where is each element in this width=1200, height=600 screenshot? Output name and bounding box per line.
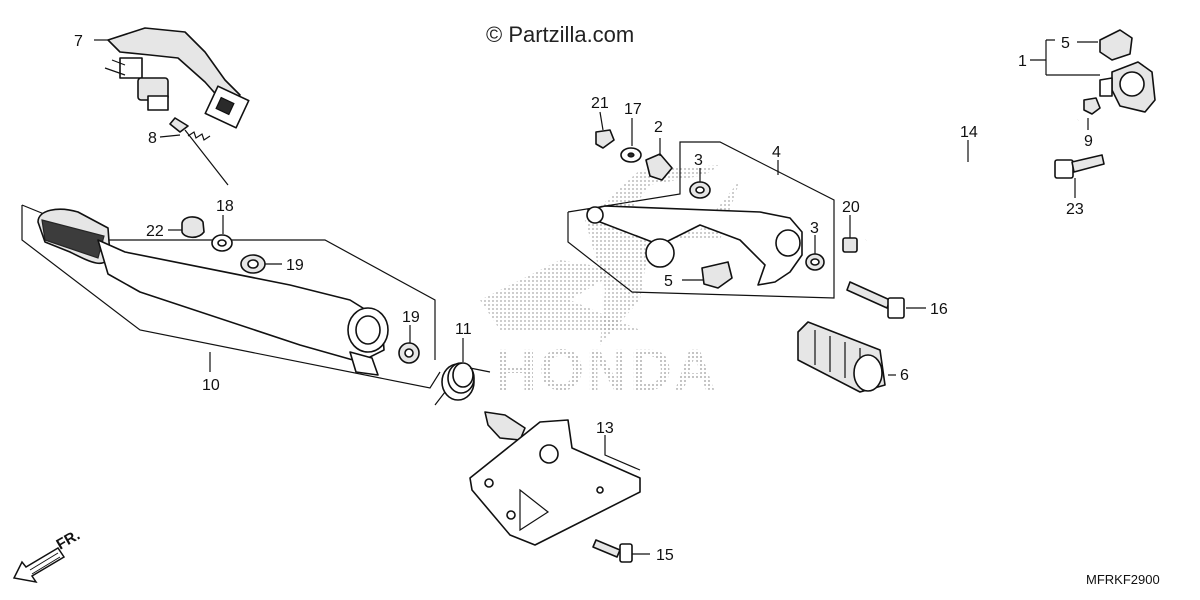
part-1-joint-assembly [1099,61,1156,113]
copyright-watermark: © Partzilla.com [486,22,634,47]
part-22-clip [181,216,205,239]
part-11-spring [434,362,491,406]
part-20-nut [842,237,858,253]
part-23-bolt [1054,154,1105,179]
part-5-joint-lower [701,261,733,289]
assembly-outline-10-bottom [21,205,441,389]
callout-22: 22 [146,223,164,240]
honda-wing-watermark: HONDA [480,165,740,403]
diagram-code: MFRKF2900 [1086,572,1160,587]
part-5-joint-upper [1099,29,1133,61]
part-9-nut [1083,97,1101,115]
callout-9: 9 [1084,133,1093,150]
callout-1: 1 [1018,53,1027,70]
callout-16: 16 [930,301,948,318]
callout-3-upper: 3 [694,152,703,169]
part-8-rod [169,117,229,186]
callout-20: 20 [842,199,860,216]
part-2-collar [645,153,673,181]
callout-19-lower: 19 [402,309,420,326]
callout-3-lower: 3 [810,220,819,237]
honda-wordmark-watermark: HONDA [495,338,718,403]
assembly-outline-4 [567,141,835,299]
callout-10: 10 [202,377,220,394]
callout-14: 14 [960,124,978,141]
callout-18: 18 [216,198,234,215]
callout-17: 17 [624,101,642,118]
part-4-lever [586,205,803,286]
callout-11: 11 [455,321,472,338]
callout-5-lower: 5 [664,273,673,290]
part-6-peg-rubber [797,321,886,393]
part-21-nut [595,129,615,149]
callout-19-upper: 19 [286,257,304,274]
callout-5-upper: 5 [1061,35,1070,52]
callout-7: 7 [74,33,83,50]
part-15-bolt [592,539,633,563]
part-16-bolt [846,281,905,319]
callout-13: 13 [596,420,614,437]
part-7-switch [104,27,250,129]
part-10-shift-arm [37,208,389,376]
front-direction-arrow-icon [12,546,66,584]
callout-21: 21 [591,95,609,112]
callout-4: 4 [772,144,781,161]
part-13-bracket [469,411,641,546]
callout-23: 23 [1066,201,1084,218]
callout-8: 8 [148,130,157,147]
callout-15: 15 [656,547,674,564]
callout-2: 2 [654,119,663,136]
callout-6: 6 [900,367,909,384]
